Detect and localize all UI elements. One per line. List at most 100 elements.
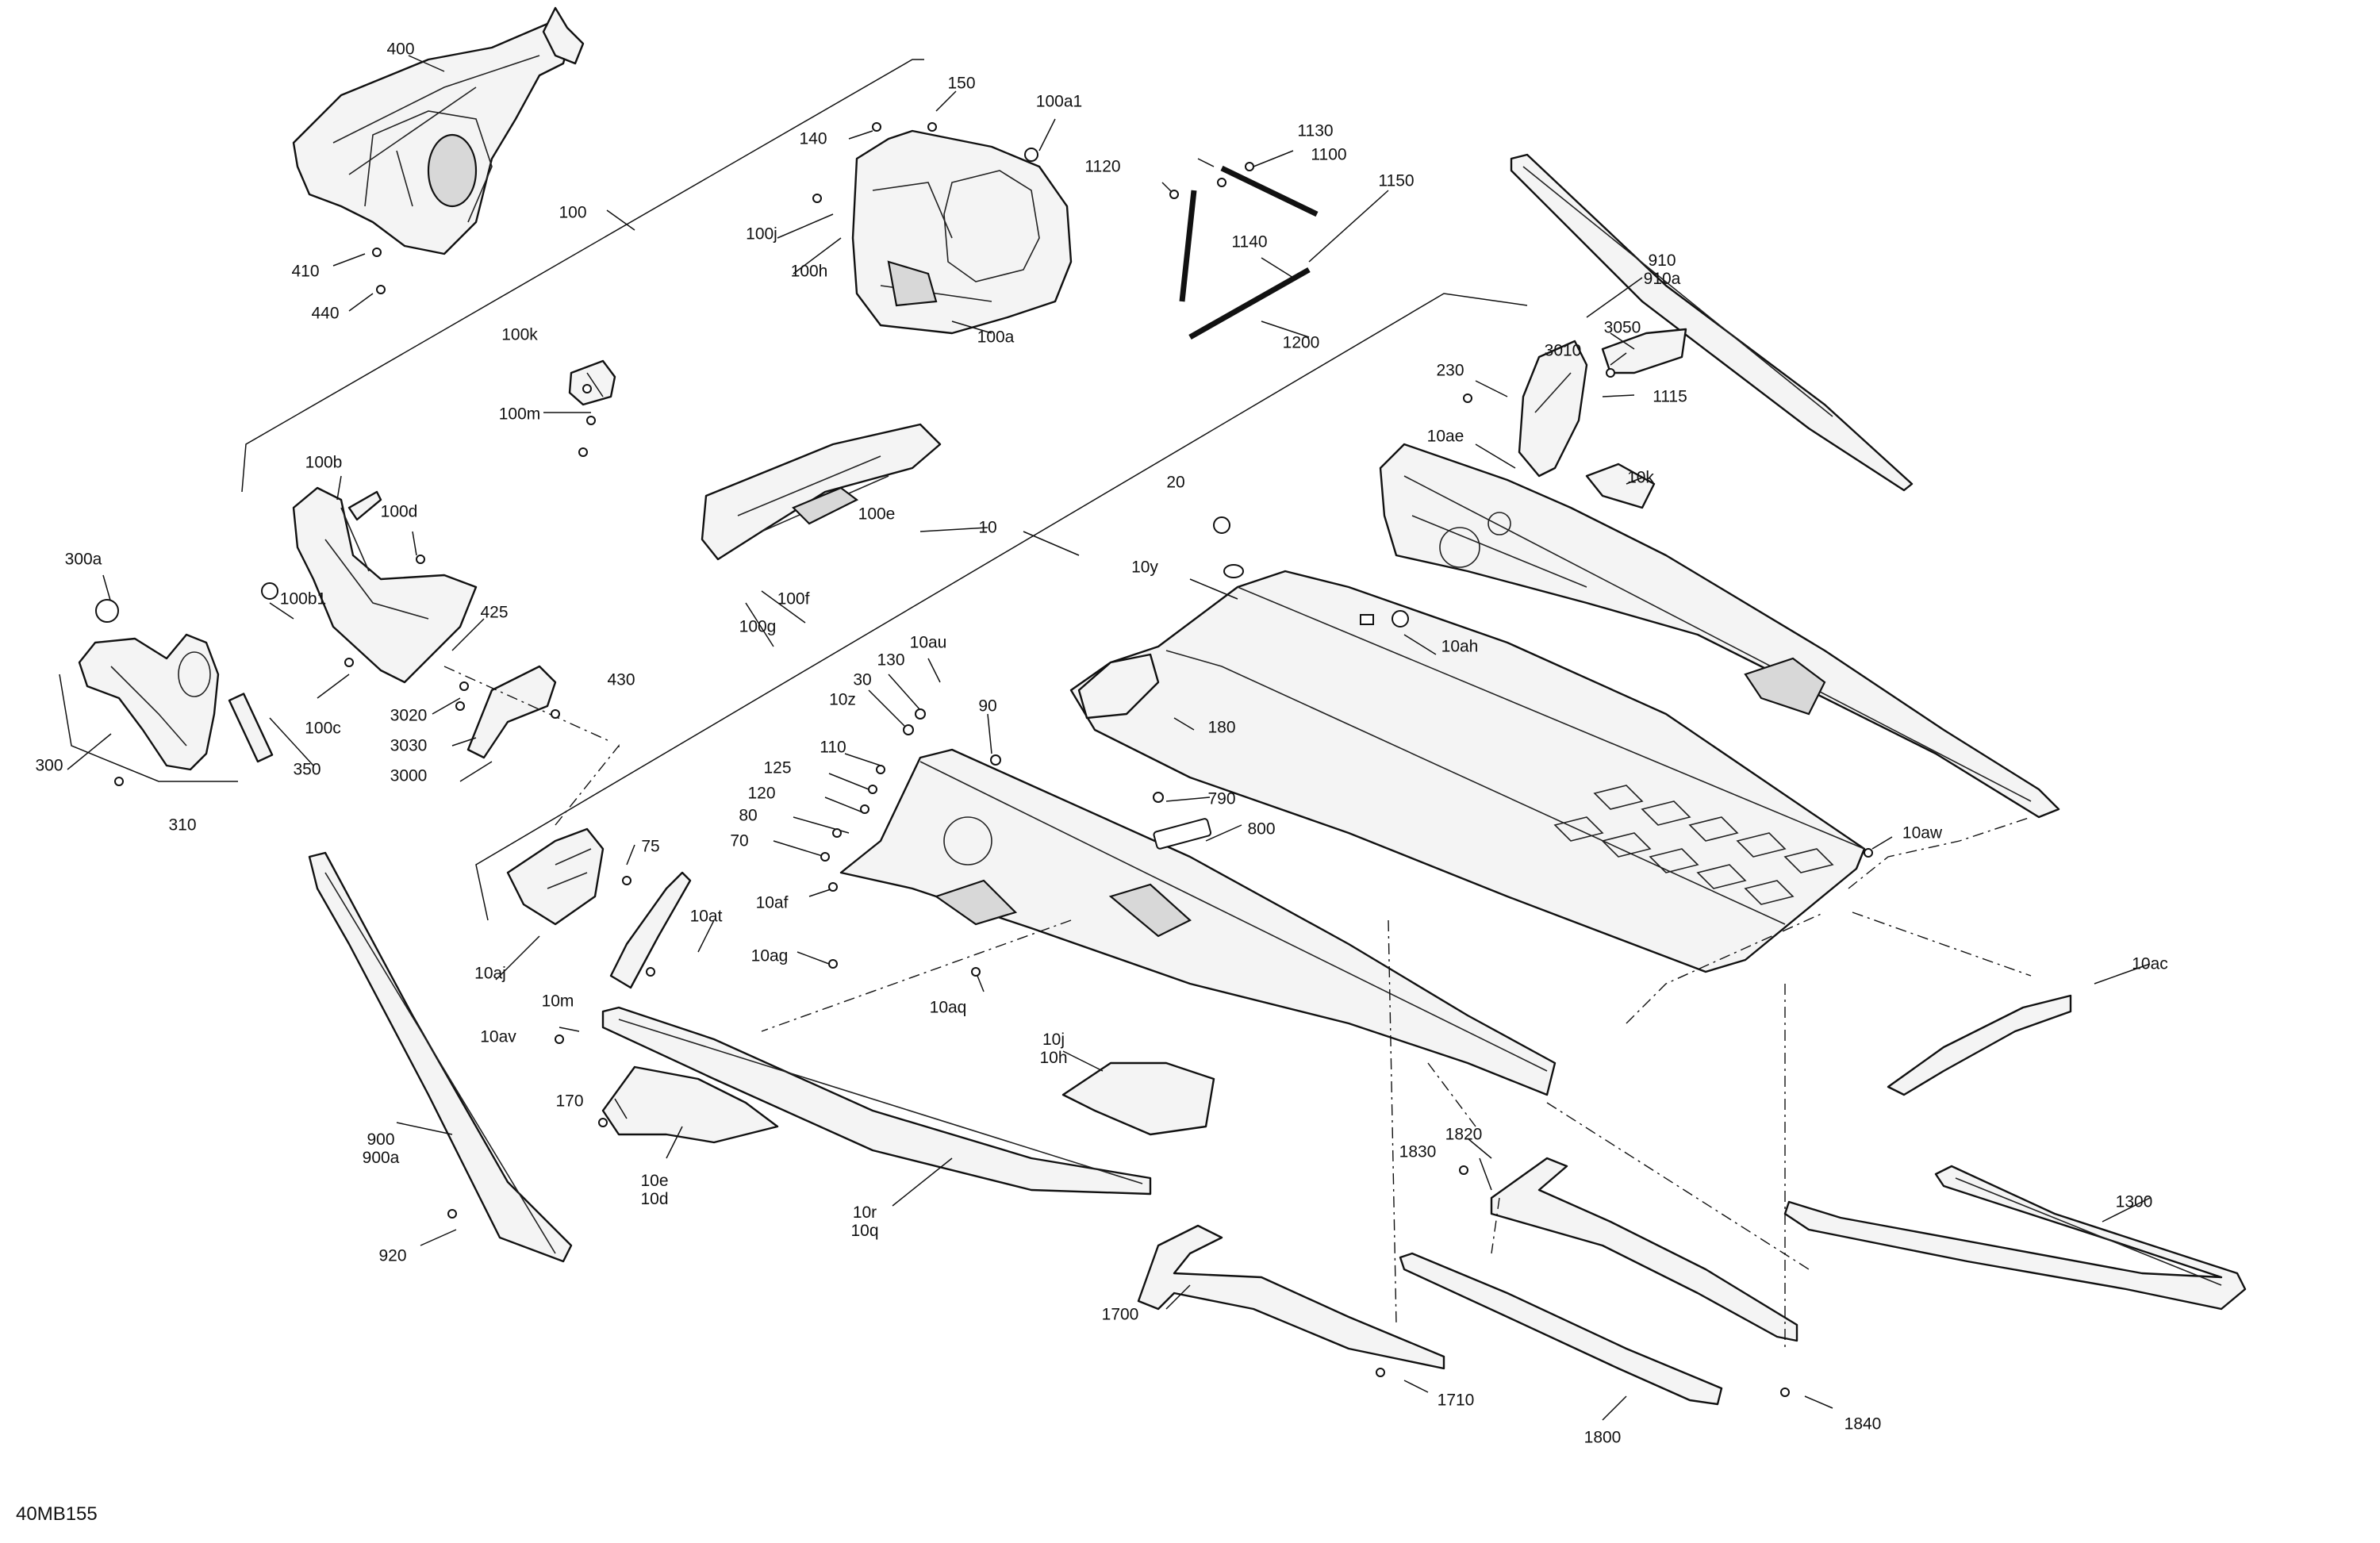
callout-1800: 1800 xyxy=(1583,1428,1622,1447)
part-900-pillar xyxy=(308,851,573,1263)
callout-70: 70 xyxy=(730,831,749,850)
assembly-frame-100 xyxy=(241,59,924,493)
callout-3020: 3020 xyxy=(390,706,428,725)
callout-10ae: 10ae xyxy=(1426,427,1464,446)
callout-100m: 100m xyxy=(498,405,541,424)
callout-100e: 100e xyxy=(858,505,896,524)
part-1300-bumper xyxy=(1783,1165,2247,1311)
callout-1130: 1130 xyxy=(1297,121,1334,140)
callout-100h: 100h xyxy=(790,262,828,281)
callout-1200: 1200 xyxy=(1282,333,1320,352)
callout-100a1: 100a1 xyxy=(1035,92,1083,111)
part-100b-side-bracket xyxy=(292,486,478,684)
callout-3000: 3000 xyxy=(390,766,428,785)
callout-1150: 1150 xyxy=(1378,171,1415,190)
callout-110: 110 xyxy=(820,738,846,757)
part-910-rail xyxy=(1510,153,1914,492)
part-10y-tunnel xyxy=(1069,564,1866,973)
part-10r-front-rail xyxy=(601,1006,1152,1196)
callout-440: 440 xyxy=(311,304,340,323)
part-10z-left-rail xyxy=(839,748,1557,1096)
callout-1115: 1115 xyxy=(1653,387,1687,406)
callout-230: 230 xyxy=(1436,361,1464,380)
callout-300: 300 xyxy=(35,756,63,775)
callout-150: 150 xyxy=(947,74,976,93)
callout-10z: 10z xyxy=(829,690,856,709)
callout-410: 410 xyxy=(291,262,320,281)
callout-1830: 1830 xyxy=(1399,1142,1437,1161)
part-1100-rod xyxy=(1220,165,1319,217)
part-1700-runner xyxy=(1137,1224,1445,1370)
diagram-id: 40MB155 xyxy=(16,1503,98,1525)
callout-100g: 100g xyxy=(739,617,777,636)
callout-1710: 1710 xyxy=(1437,1391,1475,1410)
callout-10av: 10av xyxy=(480,1027,516,1046)
part-100e-plate xyxy=(701,423,942,561)
part-1820-runner xyxy=(1490,1157,1798,1342)
callout-920: 920 xyxy=(378,1246,407,1265)
part-1800-runner xyxy=(1399,1252,1723,1406)
callout-430: 430 xyxy=(607,670,635,689)
callout-790: 790 xyxy=(1207,789,1236,808)
part-10e-bracket xyxy=(601,1065,779,1144)
callout-80: 80 xyxy=(739,806,758,825)
callout-100f: 100f xyxy=(777,589,810,608)
callout-800: 800 xyxy=(1247,819,1276,839)
callout-125: 125 xyxy=(763,758,792,777)
callout-10aq: 10aq xyxy=(929,998,967,1017)
callout-350: 350 xyxy=(293,760,321,779)
callout-1100: 1100 xyxy=(1311,145,1347,164)
callout-3050: 3050 xyxy=(1603,318,1641,337)
callout-300a: 300a xyxy=(64,550,102,569)
part-10ae-right-rail xyxy=(1379,443,2060,819)
assembly-frame-10 xyxy=(475,293,1528,921)
callout-3010: 3010 xyxy=(1544,341,1582,360)
callout-10au: 10au xyxy=(909,633,947,652)
callout-100k: 100k xyxy=(501,325,538,344)
part-1140-rod xyxy=(1179,190,1197,302)
callout-10ah: 10ah xyxy=(1441,637,1479,656)
callout-130: 130 xyxy=(877,651,905,670)
part-10j-plate xyxy=(1061,1061,1215,1136)
part-3000-bracket xyxy=(466,665,557,759)
callout-10: 10 xyxy=(978,518,997,537)
callout-310: 310 xyxy=(168,816,197,835)
part-10ac-bracket xyxy=(1887,994,2072,1096)
callout-425: 425 xyxy=(480,603,509,622)
part-100k-plate xyxy=(568,359,616,406)
callout-140: 140 xyxy=(799,129,827,148)
part-10k-plate xyxy=(1585,463,1656,509)
callout-10ac: 10ac xyxy=(2132,954,2168,973)
callout-90: 90 xyxy=(978,697,997,716)
callout-170: 170 xyxy=(555,1092,584,1111)
part-100a-bulkhead xyxy=(851,129,1073,335)
callout-180: 180 xyxy=(1207,718,1236,737)
explode-lines xyxy=(443,666,2032,1349)
callout-1820: 1820 xyxy=(1445,1125,1483,1144)
part-350-shaft xyxy=(228,693,274,763)
part-10m-strut xyxy=(609,871,692,989)
callout-100: 100 xyxy=(559,203,587,222)
callout-10aj: 10aj xyxy=(474,964,506,983)
part-400-front-upper-frame xyxy=(292,6,585,255)
callout-1120: 1120 xyxy=(1084,157,1121,176)
callout-10af: 10af xyxy=(755,893,789,912)
callout-120: 120 xyxy=(747,784,776,803)
callout-20: 20 xyxy=(1166,473,1185,492)
callout-100d: 100d xyxy=(380,502,418,521)
callout-10k: 10k xyxy=(1627,468,1654,487)
callout-10y: 10y xyxy=(1131,558,1158,577)
callout-100b1: 100b1 xyxy=(279,589,327,608)
callout-1700: 1700 xyxy=(1101,1305,1139,1324)
callout-10m: 10m xyxy=(541,992,574,1011)
callout-1300: 1300 xyxy=(2115,1192,2153,1211)
callout-10ag: 10ag xyxy=(750,946,789,965)
callout-1140: 1140 xyxy=(1231,232,1268,251)
